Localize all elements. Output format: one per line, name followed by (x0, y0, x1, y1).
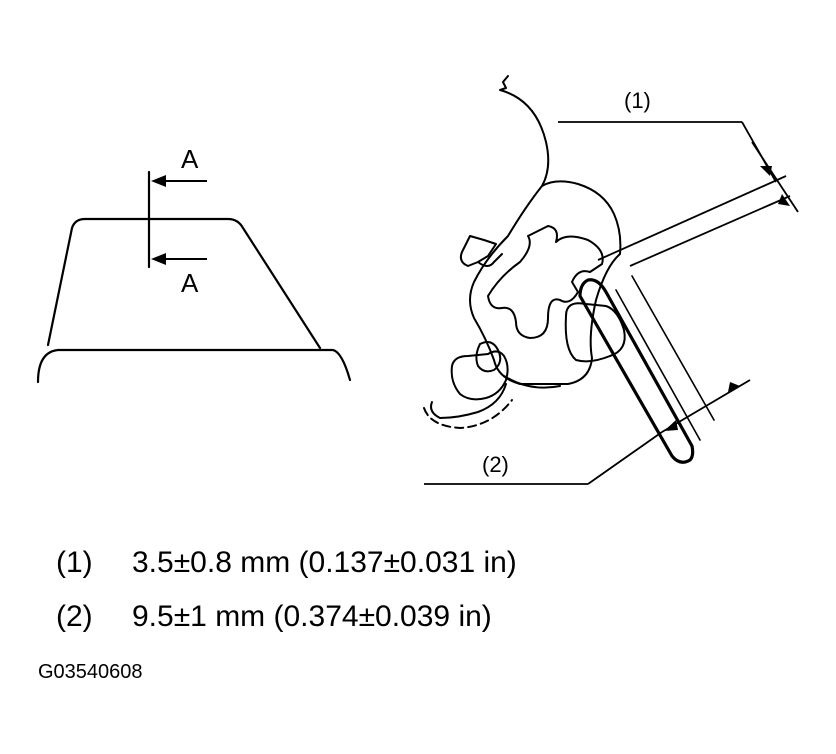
retainer-clip (459, 235, 497, 267)
lower-clip-detail (475, 341, 502, 373)
section-label-top: A (181, 144, 199, 174)
callout-2-label: (2) (482, 452, 509, 477)
dimension-2 (424, 379, 751, 485)
glass-edge-far-line (631, 275, 715, 421)
spec-item-1-number: (1) (56, 546, 93, 579)
retainer-clip-stem (477, 253, 503, 267)
dimension-1 (558, 121, 799, 267)
body-panel-line (499, 75, 550, 187)
dimension-2-arrow-b (728, 382, 740, 392)
lower-clip-tail (430, 383, 507, 419)
callout-1-label: (1) (624, 88, 651, 113)
lower-clip (450, 350, 509, 401)
dimension-1-extension-lower (629, 195, 791, 267)
dimension-1-extension-upper (597, 175, 787, 261)
section-arrow-top (151, 175, 207, 187)
section-label-bottom: A (181, 268, 199, 298)
glass-edge-inner-line (615, 289, 701, 441)
part-base-outline (36, 348, 352, 384)
spec-list: (1) 3.5±0.8 mm (0.137±0.031 in) (2) 9.5±… (56, 546, 517, 633)
figure-code: G03540608 (38, 661, 143, 683)
spec-item-2: (2) 9.5±1 mm (0.374±0.039 in) (56, 600, 492, 633)
part-body-outline (46, 217, 322, 350)
lower-clip-arm (503, 375, 561, 389)
glass-edge-outline (578, 278, 695, 464)
spec-item-1: (1) 3.5±0.8 mm (0.137±0.031 in) (56, 546, 517, 579)
lower-clip-tail-dashed (423, 399, 513, 429)
spec-item-1-value: 3.5±0.8 mm (0.137±0.031 in) (132, 546, 517, 579)
dimension-2-dim-line (661, 379, 751, 433)
section-arrows: A A (151, 144, 207, 298)
dimension-1-arrow-b (778, 194, 790, 206)
spec-item-2-value: 9.5±1 mm (0.374±0.039 in) (132, 600, 492, 633)
cross-section-view (423, 75, 715, 464)
weatherstrip-inner (487, 225, 604, 339)
spec-item-2-number: (2) (56, 600, 93, 633)
dimension-1-dim-line (751, 141, 799, 213)
weatherstrip-outer (469, 180, 622, 385)
section-arrow-bottom (151, 253, 207, 265)
dimension-2-arrow-a (664, 420, 678, 431)
dimension-2-leader-diagonal (587, 431, 663, 485)
dimension-1-arrow-a (760, 166, 772, 176)
part-outline-view (36, 170, 352, 384)
